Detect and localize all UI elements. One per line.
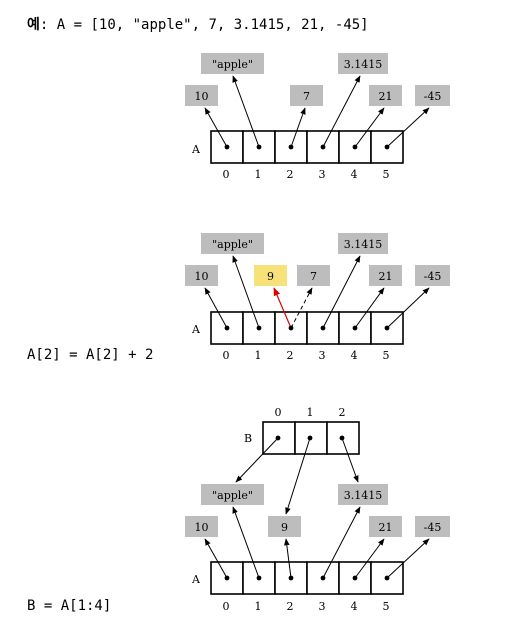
value-label: 3.1415 xyxy=(344,58,383,71)
reference-arrows xyxy=(204,255,430,329)
value-label: 3.1415 xyxy=(344,238,383,251)
value-box-apple: "apple" xyxy=(201,484,264,505)
value-label: -45 xyxy=(424,270,442,283)
value-label: -45 xyxy=(424,521,442,534)
value-box-7: 7 xyxy=(297,265,330,286)
index-label: 5 xyxy=(383,168,390,181)
pointer-dots xyxy=(224,325,390,331)
value-box-3-1415: 3.1415 xyxy=(338,233,388,254)
value-label: 10 xyxy=(195,521,209,534)
value-label: 10 xyxy=(195,270,209,283)
value-label: "apple" xyxy=(212,238,253,251)
value-box-9-new: 9 xyxy=(254,265,287,286)
index-label: 2 xyxy=(287,349,294,362)
value-box-3-1415: 3.1415 xyxy=(338,484,388,505)
array-b-indices: 0 1 2 xyxy=(275,406,346,419)
index-label: 2 xyxy=(339,406,346,419)
value-box-10: 10 xyxy=(185,265,218,286)
value-box-apple: "apple" xyxy=(201,53,264,74)
example-prefix: 예 xyxy=(27,17,40,33)
index-label: 5 xyxy=(383,349,390,362)
reference-arrows-a xyxy=(204,506,430,579)
reference-arrows xyxy=(204,75,430,148)
index-label: 1 xyxy=(307,406,314,419)
array-a-label: A xyxy=(191,573,201,586)
value-label: 3.1415 xyxy=(344,489,383,502)
value-box-neg45: -45 xyxy=(415,265,450,286)
value-label: 9 xyxy=(267,270,274,283)
index-label: 3 xyxy=(319,600,326,613)
step2-code: A[2] = A[2] + 2 xyxy=(27,347,154,363)
value-label: 10 xyxy=(195,90,209,103)
value-box-7: 7 xyxy=(290,85,323,106)
array-a-indices: 0 1 2 3 4 5 xyxy=(223,168,390,181)
old-reference-arrow xyxy=(290,287,313,329)
value-box-neg45: -45 xyxy=(415,516,450,537)
panel-slice: 0 1 2 B "apple" 3.1415 10 9 21 xyxy=(185,406,450,613)
index-label: 4 xyxy=(351,600,358,613)
value-box-9: 9 xyxy=(268,516,301,537)
array-a-cells xyxy=(210,561,404,595)
panel-after-assignment: "apple" 3.1415 10 9 7 21 -45 A xyxy=(185,233,450,362)
index-label: 1 xyxy=(255,349,262,362)
value-box-neg45: -45 xyxy=(415,85,450,106)
index-label: 5 xyxy=(383,600,390,613)
value-label: 21 xyxy=(379,90,393,103)
reference-arrows-b xyxy=(235,437,359,515)
array-a-cells xyxy=(210,130,404,164)
index-label: 0 xyxy=(275,406,282,419)
index-label: 4 xyxy=(351,349,358,362)
new-reference-arrow xyxy=(273,287,292,329)
index-label: 0 xyxy=(223,168,230,181)
index-label: 3 xyxy=(319,168,326,181)
index-label: 0 xyxy=(223,349,230,362)
value-label: 7 xyxy=(303,90,310,103)
index-label: 4 xyxy=(351,168,358,181)
index-label: 2 xyxy=(287,168,294,181)
value-box-3-1415: 3.1415 xyxy=(338,53,388,74)
index-label: 0 xyxy=(223,600,230,613)
value-label: "apple" xyxy=(212,58,253,71)
example-code: : A = [10, "apple", 7, 3.1415, 21, -45] xyxy=(39,17,369,33)
index-label: 2 xyxy=(287,600,294,613)
value-box-10: 10 xyxy=(185,516,218,537)
step3-code: B = A[1:4] xyxy=(27,598,112,614)
index-label: 1 xyxy=(255,600,262,613)
array-a-indices: 0 1 2 3 4 5 xyxy=(223,349,390,362)
index-label: 3 xyxy=(319,349,326,362)
array-b-label: B xyxy=(244,432,252,445)
array-a-label: A xyxy=(191,323,201,336)
value-label: 7 xyxy=(310,270,317,283)
panel-initial: "apple" 3.1415 10 7 21 -45 A xyxy=(185,53,450,181)
value-box-10: 10 xyxy=(185,85,218,106)
value-label: 21 xyxy=(379,270,393,283)
value-label: 9 xyxy=(281,521,288,534)
value-box-21: 21 xyxy=(369,85,402,106)
pointer-dots xyxy=(224,144,390,150)
value-label: 21 xyxy=(379,521,393,534)
value-box-apple: "apple" xyxy=(201,233,264,254)
value-label: -45 xyxy=(424,90,442,103)
value-label: "apple" xyxy=(212,489,253,502)
pointer-dots xyxy=(224,435,390,581)
array-a-cells xyxy=(210,311,404,345)
value-box-21: 21 xyxy=(369,265,402,286)
value-box-21: 21 xyxy=(369,516,402,537)
array-a-indices: 0 1 2 3 4 5 xyxy=(223,600,390,613)
index-label: 1 xyxy=(255,168,262,181)
array-a-label: A xyxy=(191,143,201,156)
example-line: 예: A = [10, "apple", 7, 3.1415, 21, -45] xyxy=(27,14,369,34)
